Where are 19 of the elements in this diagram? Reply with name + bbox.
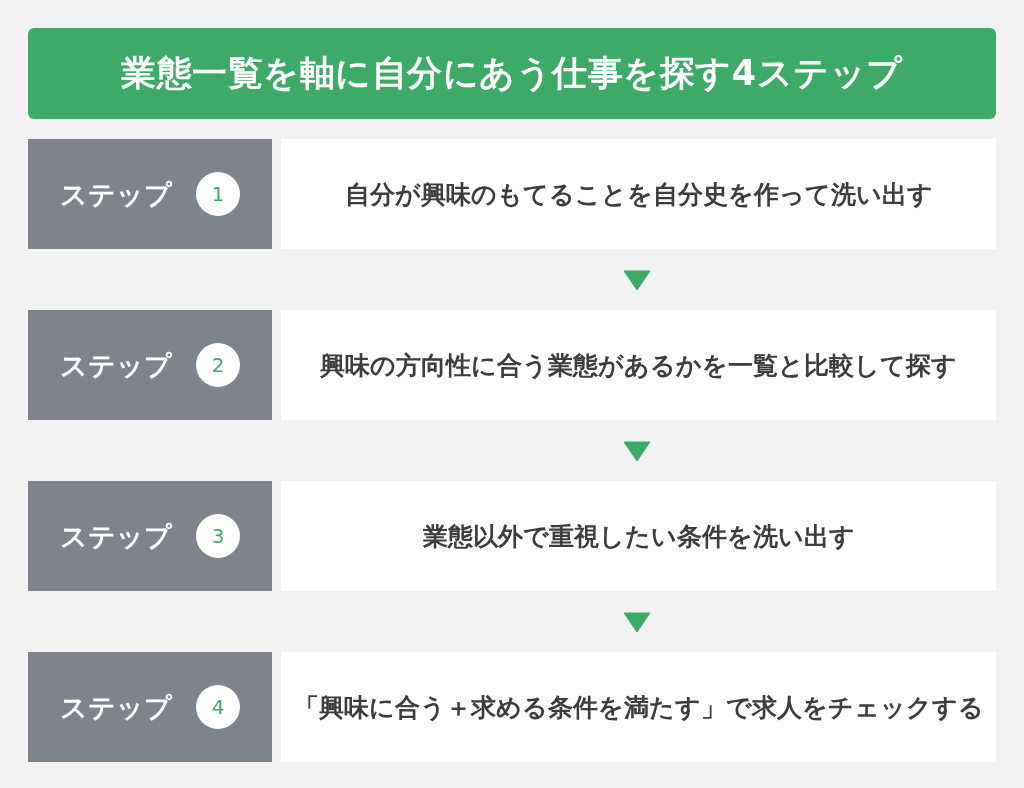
step-box (28, 310, 272, 420)
description-box: 業態以外で重視したい条件を洗い出す (281, 481, 996, 591)
description-box: 興味の方向性に合う業態があるかを一覧と比較して探す (281, 310, 996, 420)
step-number: 4 (196, 685, 240, 729)
step-box (28, 481, 272, 591)
description-box: 自分が興味のもてることを自分史を作って洗い出す (281, 139, 996, 249)
step-number: 2 (196, 343, 240, 387)
step-label: ステップ (60, 522, 172, 550)
step-number: 3 (196, 514, 240, 558)
step-box (28, 139, 272, 249)
arrow (623, 612, 651, 633)
arrow (623, 441, 651, 462)
step-label: ステップ (60, 180, 172, 208)
step-label: ステップ (60, 693, 172, 721)
step-label: ステップ (60, 351, 172, 379)
description-box: 「興味に合う＋求める条件を満たす」で求人をチェックする (281, 652, 996, 762)
title-banner: 業態一覧を軸に自分にあう仕事を探す4ステップ (28, 28, 996, 119)
step-number: 1 (196, 172, 240, 216)
step-box (28, 652, 272, 762)
